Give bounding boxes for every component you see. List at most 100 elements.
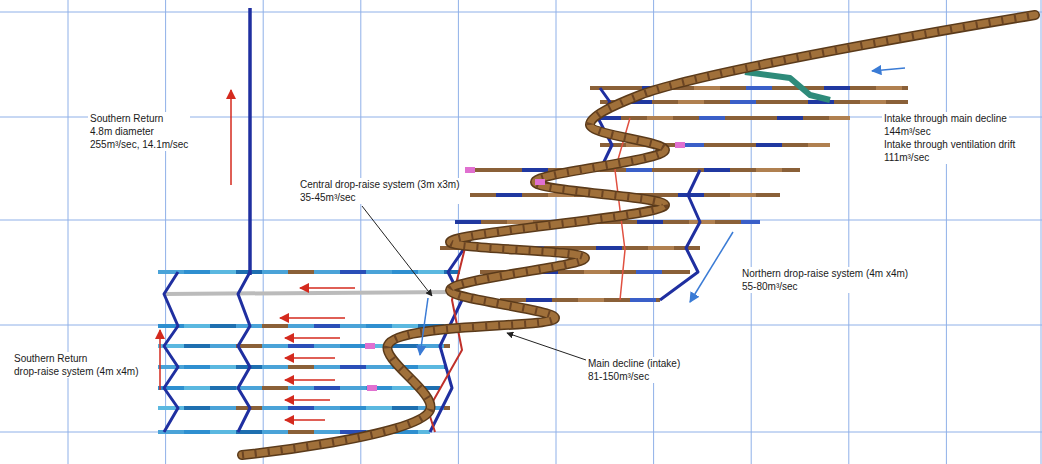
drift-segment [552, 298, 578, 302]
return-flow-arrow [280, 317, 345, 319]
drift-segment [730, 100, 756, 104]
drift-segment [678, 100, 704, 104]
return-flow-arrow [285, 379, 335, 381]
drift-segment [704, 193, 730, 197]
grid-line [263, 0, 264, 464]
drift-segment [803, 116, 829, 120]
drift-segment [314, 365, 340, 369]
drift-segment [262, 430, 288, 434]
drift-segment [584, 270, 610, 274]
portal-marker [365, 343, 375, 349]
drift-segment [522, 193, 548, 197]
drift-segment [184, 344, 210, 348]
portal-marker [367, 385, 377, 391]
drift-segment [262, 344, 288, 348]
drift-grey [165, 292, 455, 294]
drift-segment [522, 168, 548, 172]
drift-segment [590, 86, 616, 90]
drift-segment [756, 168, 782, 172]
return-flow-arrow [159, 330, 161, 390]
drift-segment [184, 430, 210, 434]
drift-segment [834, 100, 860, 104]
grid-line [848, 0, 849, 464]
drift-segment [210, 270, 236, 274]
drift-segment [626, 168, 652, 172]
drift-segment [756, 143, 782, 147]
drift-segment [694, 86, 720, 90]
drift-segment [262, 270, 288, 274]
drift-segment [621, 116, 647, 120]
drift-segment [288, 365, 314, 369]
drift-segment [444, 406, 450, 410]
drift-segment [578, 298, 604, 302]
drift-segment [741, 220, 760, 224]
return-shaft [248, 8, 252, 275]
drift-segment [630, 298, 656, 302]
drift-segment [652, 168, 678, 172]
drift-segment [444, 270, 460, 274]
drift-segment [622, 246, 648, 250]
drift-segment [288, 430, 314, 434]
drift-segment [662, 270, 688, 274]
drift-segment [730, 193, 756, 197]
drift-segment [210, 386, 236, 390]
drift-segment [288, 406, 314, 410]
leader-line [362, 206, 432, 296]
drift-segment [210, 324, 236, 328]
level-drifts [158, 88, 908, 432]
drift-segment [184, 386, 210, 390]
drift-segment [262, 365, 288, 369]
drift-segment [746, 86, 772, 90]
drift-segment [158, 344, 184, 348]
intake-flow-arrow [872, 68, 905, 71]
drift-segment [604, 298, 630, 302]
drift-segment [366, 365, 392, 369]
drift-segment [876, 86, 902, 90]
drift-segment [704, 168, 730, 172]
grid-line [165, 0, 166, 464]
grid-line [556, 0, 557, 464]
drift-segment [678, 193, 704, 197]
drift-segment [526, 298, 552, 302]
drift-segment [824, 86, 850, 90]
drift-segment [730, 143, 756, 147]
drift-segment [616, 86, 642, 90]
drift-segment [777, 116, 803, 120]
grid-line [68, 0, 69, 464]
drift-segment [314, 430, 340, 434]
grid-line [360, 0, 361, 464]
drop-raise [430, 240, 470, 432]
drift-segment [860, 100, 886, 104]
drift-segment [184, 324, 210, 328]
drift-segment [730, 168, 756, 172]
drift-segment [751, 116, 777, 120]
flow-arrows [160, 68, 905, 420]
drift-segment [850, 86, 876, 90]
annotation-label: Main decline (intake) 81-150m³/sec [586, 357, 682, 383]
drift-segment [314, 344, 340, 348]
drift-segment [782, 143, 808, 147]
drift-segment [444, 344, 450, 348]
drift-segment [470, 193, 496, 197]
portal-marker [675, 142, 685, 148]
drift-segment [886, 100, 908, 104]
drift-segment [720, 86, 746, 90]
grid-line [653, 0, 654, 464]
drift-segment [288, 324, 314, 328]
raise-red [615, 118, 630, 300]
drift-segment [210, 365, 236, 369]
drift-segment [636, 270, 662, 274]
drop-raise [660, 170, 700, 300]
drift-segment [288, 386, 314, 390]
drop-raise [164, 272, 178, 432]
drift-segment [418, 365, 444, 369]
drift-segment [158, 324, 184, 328]
drift-segment [673, 116, 699, 120]
drift-segment [314, 386, 340, 390]
annotation-label: Northern drop-raise system (4m x4m) 55-8… [740, 267, 910, 293]
drift-segment [418, 270, 444, 274]
drift-segment [184, 270, 210, 274]
drift-segment [262, 386, 288, 390]
return-flow-arrow [230, 90, 232, 185]
drift-segment [689, 220, 715, 224]
